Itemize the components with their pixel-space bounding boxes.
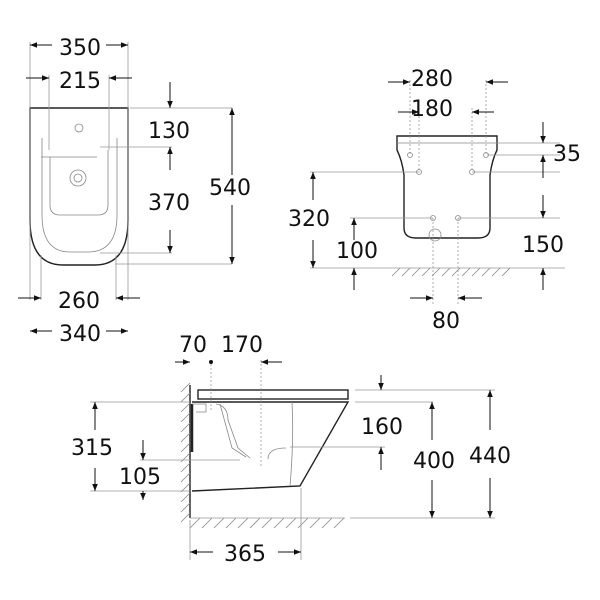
lid-outline [197,389,349,400]
dim-280: 280 [411,67,453,92]
dim-400: 400 [413,449,455,474]
dim-130: 130 [148,119,190,144]
dim-365: 365 [224,542,266,567]
dim-370: 370 [148,191,190,216]
bolt-holes [407,152,489,221]
wall-hatch [180,382,191,523]
dim-350: 350 [59,36,101,61]
drain-icon [69,169,87,187]
dim-315: 315 [71,436,113,461]
bidet-side-outline [191,401,350,492]
tap-hole-icon [74,123,84,133]
bowl-outline [41,138,118,253]
front-view: 350 215 130 370 540 260 340 [18,36,251,347]
dim-70: 70 [179,333,207,358]
outlet-icon [428,228,442,242]
dim-440: 440 [469,444,511,469]
dim-80: 80 [432,309,460,334]
bidet-outline-top [29,107,129,266]
dim-100: 100 [336,239,378,264]
dim-215: 215 [59,69,101,94]
dim-35: 35 [553,142,581,167]
floor-hatch-side [189,517,345,529]
floor-hatch [391,267,511,277]
dim-260: 260 [58,289,100,314]
dim-320: 320 [288,207,330,232]
drain-center-dot [209,360,213,364]
side-view: 70 170 160 400 440 315 105 365 [71,333,511,567]
dim-340: 340 [59,322,101,347]
bidet-rear-outline [396,135,498,239]
dim-540: 540 [209,176,251,201]
dim-180: 180 [411,97,453,122]
dim-170: 170 [221,333,263,358]
rear-view: 280 180 35 320 100 150 80 [288,67,581,334]
dim-150: 150 [522,233,564,258]
dim-160: 160 [361,415,403,440]
bowl-inner [41,150,109,216]
dim-105: 105 [119,465,161,490]
